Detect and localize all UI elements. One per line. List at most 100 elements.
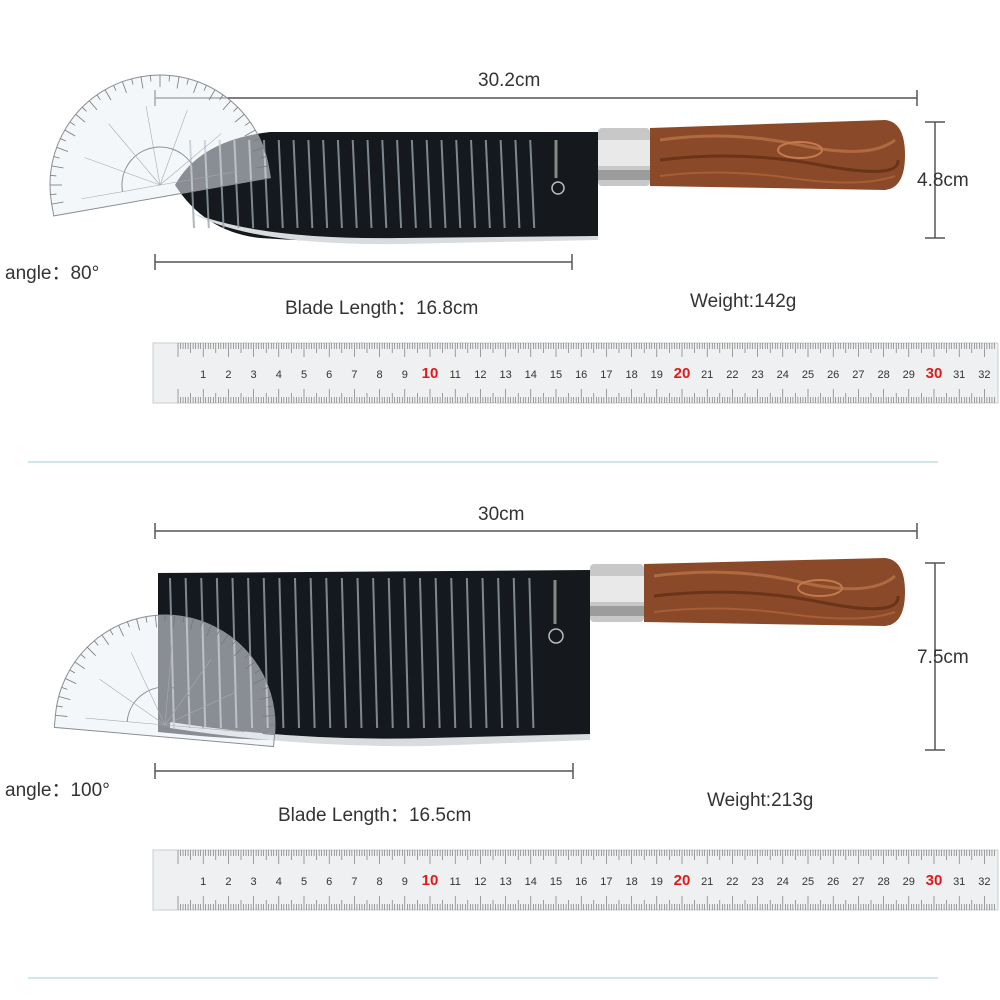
ruler-number: 8 — [377, 876, 383, 888]
blade-scallop — [325, 577, 332, 729]
protractor-tick — [234, 646, 244, 656]
blade-scallop — [309, 577, 316, 729]
protractor-tick — [251, 147, 264, 152]
protractor-ray — [159, 109, 188, 186]
blade-scallop — [387, 577, 394, 729]
blade-length-label: Blade Length：16.8cm — [285, 298, 479, 319]
protractor-tick — [69, 121, 76, 126]
protractor-tick — [253, 678, 265, 684]
blade-length-line — [154, 254, 573, 270]
ruler-number: 27 — [852, 369, 864, 381]
ruler-number: 19 — [651, 876, 663, 888]
protractor-tick — [56, 705, 63, 708]
blade-scallop — [499, 139, 506, 229]
protractor-ray — [81, 184, 161, 200]
protractor-tick — [233, 106, 239, 112]
protractor-tick — [122, 81, 127, 94]
ruler-number: 11 — [449, 369, 460, 381]
ruler-number: 31 — [953, 876, 965, 888]
ruler-number: 27 — [852, 876, 864, 888]
blade-scallop — [410, 139, 417, 229]
ruler-number: 5 — [301, 369, 307, 381]
protractor-tick — [268, 724, 275, 726]
overall-length-line — [154, 523, 918, 539]
blade-scallop — [470, 139, 477, 229]
ruler-number: 22 — [726, 876, 738, 888]
protractor-tick — [75, 113, 86, 123]
protractor-body — [53, 614, 276, 748]
protractor-tick — [56, 147, 69, 152]
protractor-tick — [173, 615, 175, 628]
protractor-tick — [96, 94, 101, 101]
ruler-number: 23 — [751, 369, 763, 381]
protractor-tick — [60, 138, 66, 142]
ruler-number: 14 — [525, 876, 537, 888]
blade-scallop — [340, 577, 347, 729]
protractor-tick — [74, 661, 85, 670]
protractor-tick — [150, 75, 152, 82]
protractor-ray — [99, 678, 166, 726]
ruler-number: 16 — [575, 369, 587, 381]
blade-scallop — [294, 577, 300, 729]
ruler-number: 11 — [449, 876, 460, 888]
protractor-tick — [234, 113, 245, 123]
ruler-number: 20 — [674, 872, 691, 889]
blade-scallop — [292, 139, 299, 229]
blade-scallop — [356, 577, 363, 729]
ruler-number: 18 — [625, 876, 637, 888]
weight-label: Weight:142g — [690, 291, 797, 312]
protractor-tick — [55, 715, 68, 717]
ruler-number: 10 — [422, 872, 439, 889]
protractor-tick — [50, 193, 57, 195]
height-label: 4.8cm — [917, 170, 969, 191]
weight-label: Weight:213g — [707, 790, 814, 811]
protractor-tick — [145, 616, 148, 623]
knife-bolster — [598, 128, 650, 186]
ruler-number: 17 — [600, 876, 612, 888]
ruler-number: 6 — [326, 369, 332, 381]
protractor-tick — [244, 653, 250, 659]
ruler-body — [152, 849, 999, 911]
protractor-tick — [259, 696, 272, 701]
protractor-tick — [140, 76, 144, 89]
blade-length-line — [154, 763, 574, 779]
ruler-number: 10 — [422, 365, 439, 382]
protractor-tick — [65, 678, 77, 684]
ruler-number: 18 — [625, 369, 637, 381]
blade-scallop — [465, 577, 472, 729]
blade-scallop — [372, 577, 379, 729]
protractor-tick — [231, 640, 237, 646]
protractor-body — [49, 74, 271, 217]
blade-scallop — [497, 577, 504, 729]
ruler-number: 2 — [225, 369, 231, 381]
blade-scallop — [381, 139, 388, 229]
protractor-tick — [206, 625, 212, 637]
protractor-ray — [130, 652, 166, 726]
protractor-tick — [109, 629, 114, 636]
protractor-tick — [256, 165, 269, 169]
blade-scallop — [322, 139, 329, 229]
protractor-tick — [118, 625, 124, 637]
protractor-tick — [88, 100, 98, 111]
protractor-ray — [164, 659, 212, 726]
protractor-tick — [58, 696, 71, 701]
protractor-ray — [145, 106, 161, 186]
angle-label: angle：80° — [5, 263, 100, 284]
ruler-number: 25 — [802, 876, 814, 888]
ruler-number: 22 — [726, 369, 738, 381]
blade-scallop — [419, 577, 425, 729]
brand-logo — [551, 140, 565, 195]
blade-scallop — [336, 139, 343, 229]
protractor-tick — [93, 640, 99, 646]
protractor-tick — [245, 661, 256, 670]
protractor-ray — [159, 170, 239, 186]
protractor-tick — [164, 615, 166, 622]
protractor-tick — [61, 687, 68, 690]
protractor-ray — [84, 157, 161, 186]
protractor-tick — [254, 138, 260, 142]
ruler-number: 14 — [525, 369, 537, 381]
height-line — [925, 562, 945, 751]
